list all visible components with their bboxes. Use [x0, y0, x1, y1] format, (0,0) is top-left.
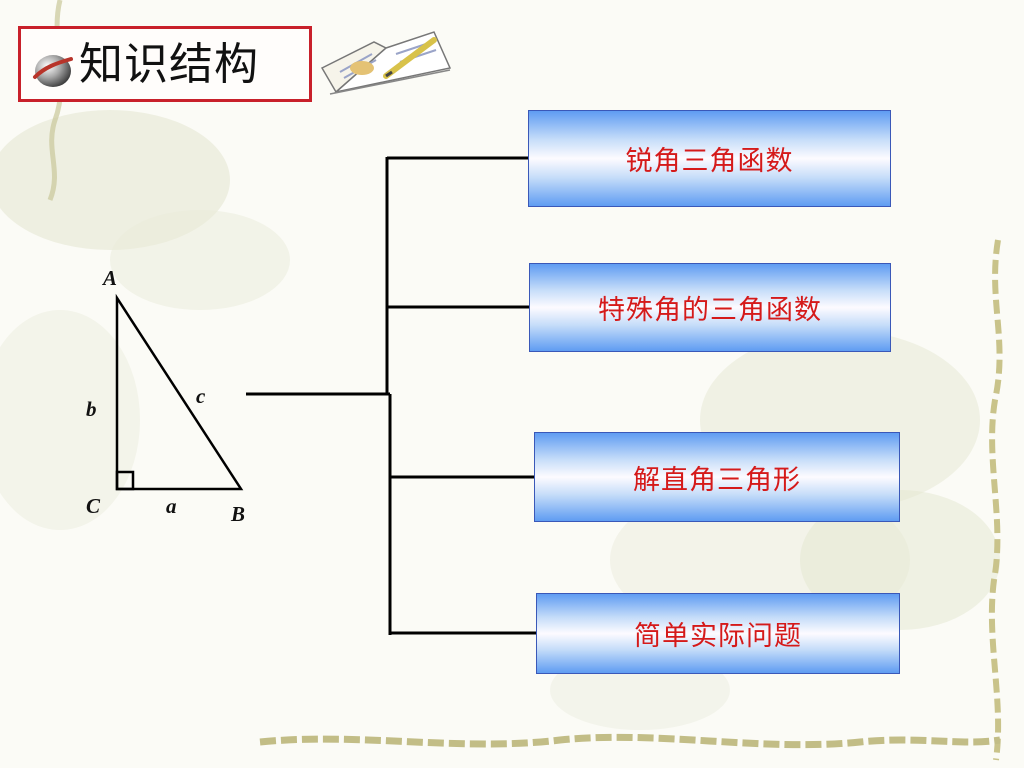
- side-label-b: b: [86, 397, 97, 421]
- node-simple-practical-problems: 简单实际问题: [536, 593, 900, 674]
- side-label-c: c: [196, 384, 206, 408]
- right-angle-marker: [115, 470, 135, 491]
- right-triangle: [115, 293, 244, 491]
- page-title: 知识结构: [79, 39, 259, 90]
- node-label: 解直角三角形: [633, 464, 801, 496]
- globe-icon: [33, 55, 73, 87]
- open-book-icon: [320, 31, 452, 95]
- vertex-label-c: C: [86, 494, 101, 518]
- node-special-angle-trig-functions: 特殊角的三角函数: [529, 263, 891, 352]
- vertex-label-b: B: [231, 502, 246, 526]
- node-label: 简单实际问题: [634, 621, 802, 652]
- node-label: 特殊角的三角函数: [598, 295, 822, 326]
- node-acute-angle-trig-functions: 锐角三角函数: [528, 110, 891, 207]
- node-solving-right-triangles: 解直角三角形: [534, 432, 900, 522]
- vertex-label-a: A: [103, 266, 118, 290]
- title-box: 知识结构: [18, 26, 312, 102]
- side-label-a: a: [166, 494, 177, 518]
- node-label: 锐角三角函数: [625, 146, 794, 177]
